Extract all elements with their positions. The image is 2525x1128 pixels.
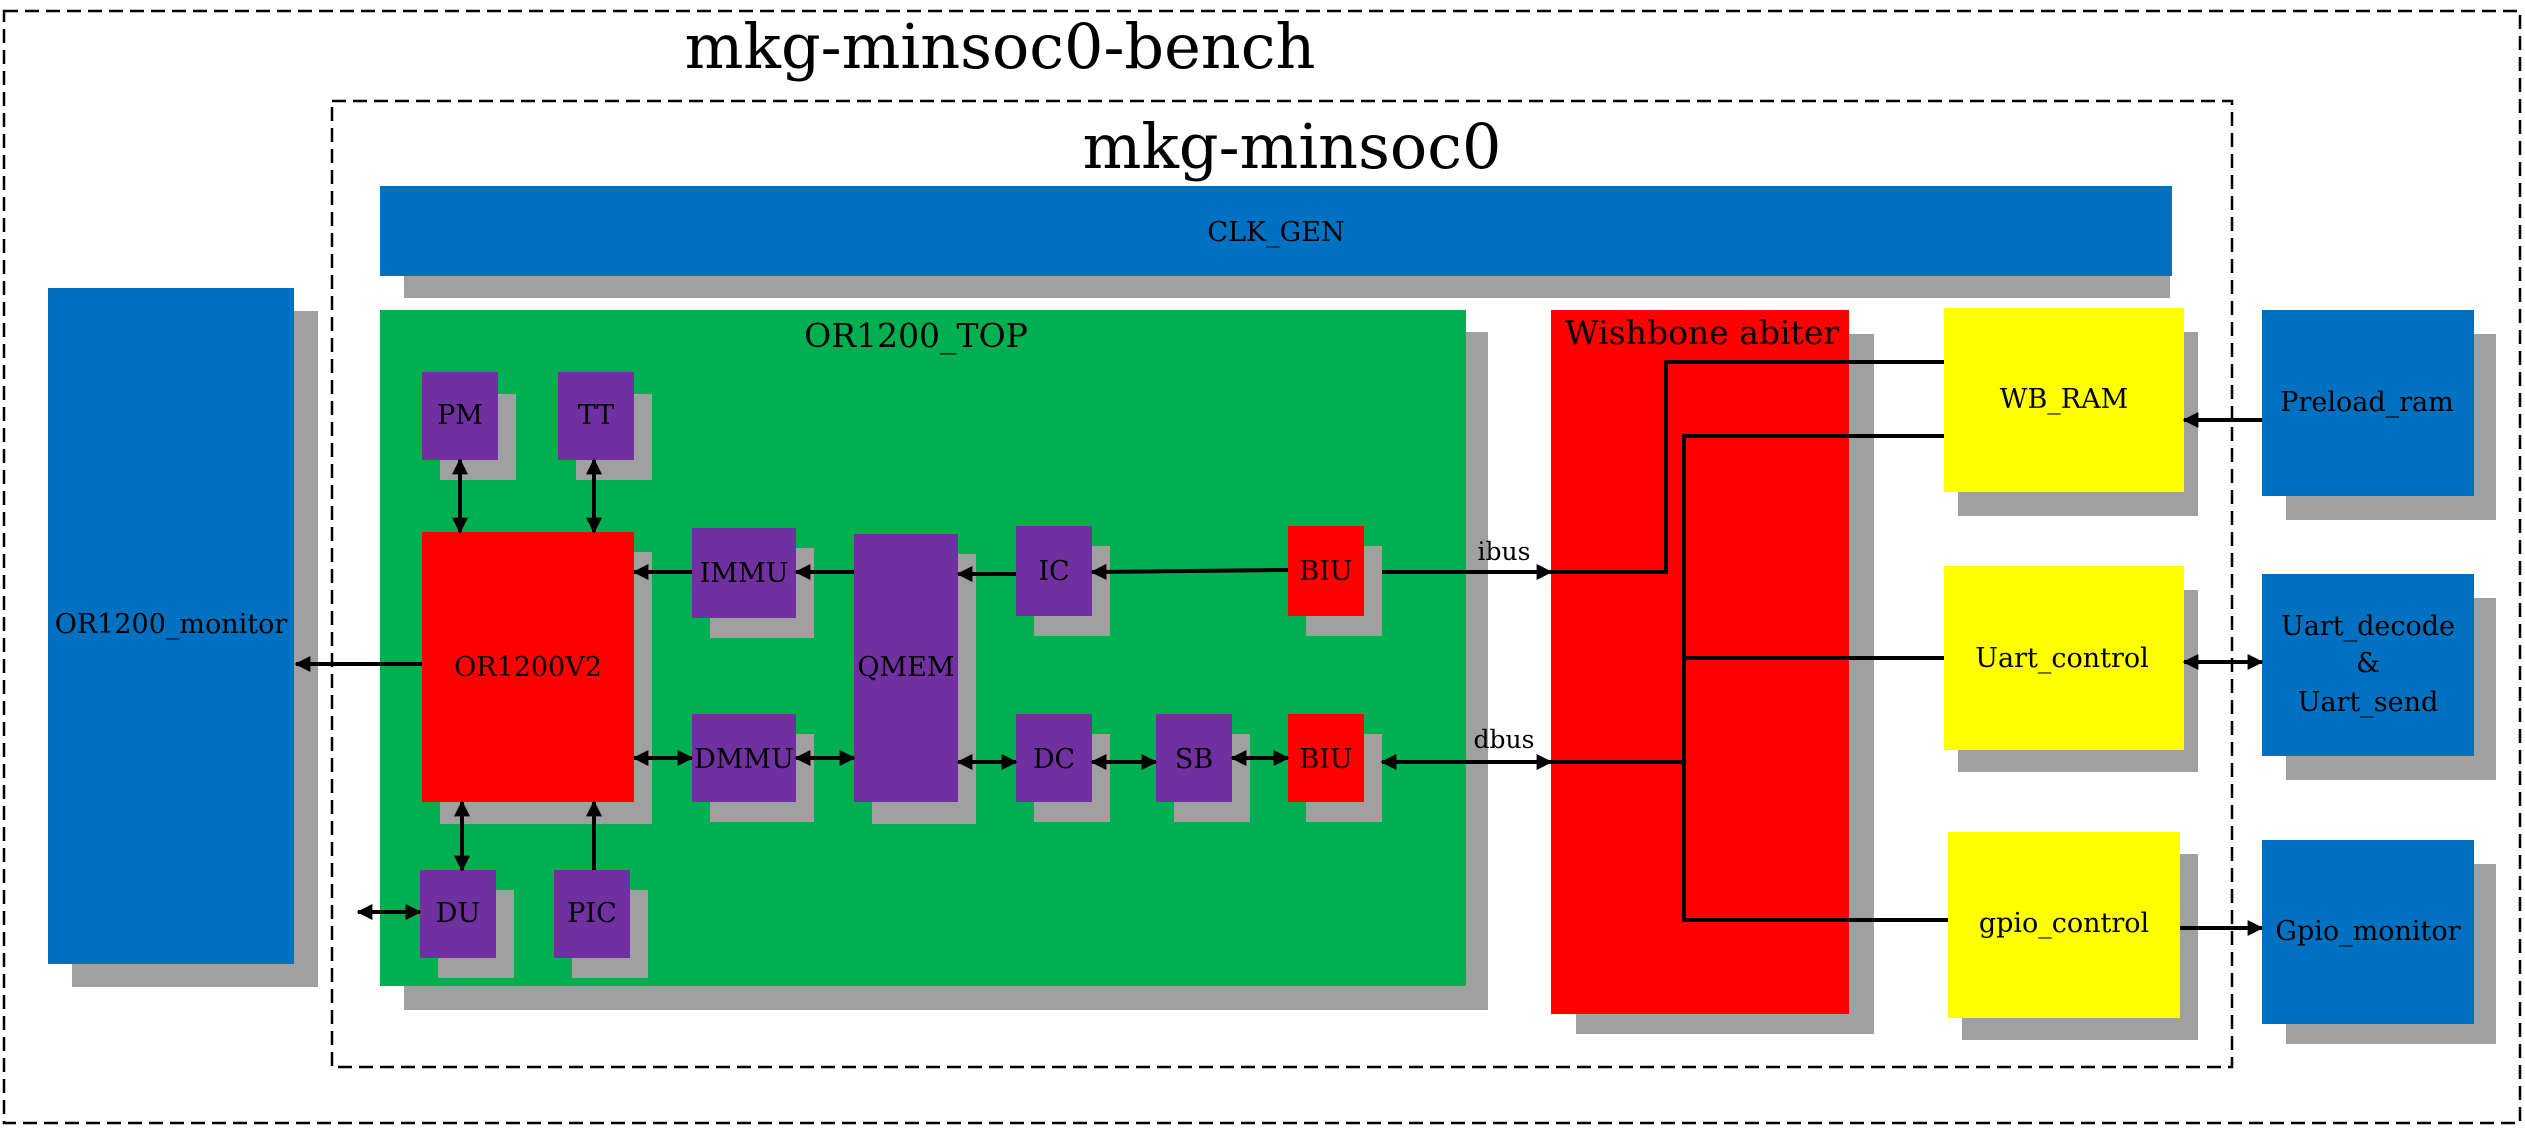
gpio-control-block: gpio_control bbox=[1948, 832, 2198, 1040]
uart-control-label: Uart_control bbox=[1975, 643, 2149, 674]
uart-decode-label: Uart_decode bbox=[2281, 611, 2455, 642]
sb-block: SB bbox=[1156, 714, 1250, 822]
pic-label: PIC bbox=[567, 898, 617, 929]
bench-frame bbox=[2, 9, 2522, 1125]
clk-gen-block: CLK_GEN bbox=[380, 186, 2172, 298]
dmmu-label: DMMU bbox=[694, 744, 794, 775]
qmem-block: QMEM bbox=[854, 534, 976, 824]
biu-dbus-block: BIU bbox=[1288, 714, 1382, 822]
gpio-monitor-label: Gpio_monitor bbox=[2275, 916, 2460, 947]
uart-send-label: Uart_send bbox=[2298, 687, 2439, 718]
soc-frame bbox=[330, 99, 2234, 1069]
clk-gen-label: CLK_GEN bbox=[1207, 217, 1344, 248]
du-label: DU bbox=[436, 898, 480, 929]
wishbone-arbiter-title: Wishbone abiter bbox=[1565, 313, 1839, 352]
preload-ram-block: Preload_ram bbox=[2262, 310, 2496, 520]
or1200v2-label: OR1200V2 bbox=[454, 652, 602, 683]
biu-ibus-block: BIU bbox=[1288, 526, 1382, 636]
sb-label: SB bbox=[1175, 744, 1213, 775]
soc-title: mkg-minsoc0 bbox=[1083, 110, 1502, 183]
immu-block: IMMU bbox=[692, 528, 814, 638]
preload-ram-label: Preload_ram bbox=[2280, 387, 2453, 418]
dbus-label: dbus bbox=[1474, 725, 1535, 754]
dmmu-block: DMMU bbox=[692, 714, 814, 822]
biu-ic-arrow bbox=[1090, 563, 1289, 580]
bench-title: mkg-minsoc0-bench bbox=[685, 10, 1316, 83]
ibus-label: ibus bbox=[1478, 537, 1531, 566]
biu-dbus-label: BIU bbox=[1299, 744, 1352, 775]
or1200-top-title: OR1200_TOP bbox=[804, 316, 1028, 356]
arbiter-bus-trunk bbox=[1682, 434, 1948, 922]
uart-control-block: Uart_control bbox=[1944, 566, 2198, 772]
biu-ibus-label: BIU bbox=[1299, 556, 1352, 587]
wb-ram-label: WB_RAM bbox=[2000, 384, 2129, 415]
pm-label: PM bbox=[437, 400, 483, 431]
gpio-control-label: gpio_control bbox=[1979, 908, 2149, 939]
qmem-label: QMEM bbox=[857, 652, 954, 683]
pm-block: PM bbox=[422, 372, 516, 480]
ic-block: IC bbox=[1016, 526, 1110, 636]
wb-ram-block: WB_RAM bbox=[1944, 308, 2198, 516]
tt-label: TT bbox=[578, 400, 615, 431]
or1200-monitor-label: OR1200_monitor bbox=[55, 609, 288, 640]
immu-label: IMMU bbox=[700, 558, 789, 589]
uart-ampersand-label: & bbox=[2356, 648, 2380, 679]
ic-label: IC bbox=[1038, 556, 1069, 587]
arbiter-ibus-route bbox=[1551, 360, 1944, 574]
wishbone-arbiter-block: Wishbone abiter bbox=[1551, 310, 1874, 1034]
uart-decode-send-block: Uart_decode & Uart_send bbox=[2262, 574, 2496, 780]
or1200-monitor-block: OR1200_monitor bbox=[48, 288, 318, 987]
dc-block: DC bbox=[1016, 714, 1110, 822]
dc-label: DC bbox=[1033, 744, 1075, 775]
du-block: DU bbox=[420, 870, 514, 978]
pic-block: PIC bbox=[554, 870, 648, 978]
or1200v2-block: OR1200V2 bbox=[422, 532, 652, 824]
gpio-monitor-block: Gpio_monitor bbox=[2262, 840, 2496, 1044]
